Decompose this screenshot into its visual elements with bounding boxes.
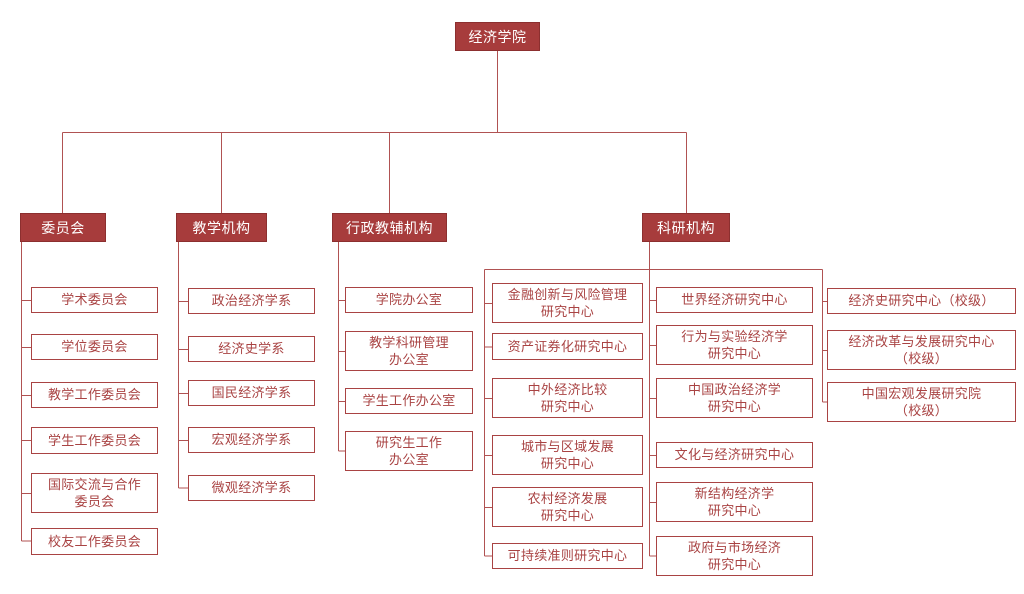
connector-root-to-branches [61, 51, 688, 213]
org-node: 文化与经济研究中心 [656, 442, 813, 468]
org-node-root: 经济学院 [455, 22, 540, 51]
org-node: 中国宏观发展研究院 （校级） [827, 382, 1016, 422]
org-node: 行为与实验经济学 研究中心 [656, 325, 813, 365]
connector-teaching [177, 242, 188, 489]
org-node: 可持续准则研究中心 [492, 543, 643, 569]
org-node: 世界经济研究中心 [656, 287, 813, 313]
connector-admin [337, 242, 345, 452]
org-branch-committees: 委员会 [20, 213, 106, 242]
org-node: 中外经济比较 研究中心 [492, 378, 643, 418]
org-node: 经济改革与发展研究中心 （校级） [827, 330, 1016, 370]
org-branch-teaching: 教学机构 [176, 213, 267, 242]
connector-research [483, 242, 827, 557]
org-node: 校友工作委员会 [31, 528, 158, 555]
org-node: 研究生工作 办公室 [345, 431, 473, 471]
org-node: 国际交流与合作 委员会 [31, 473, 158, 513]
org-node: 国民经济学系 [188, 380, 315, 406]
org-node: 中国政治经济学 研究中心 [656, 378, 813, 418]
org-node: 教学科研管理 办公室 [345, 331, 473, 371]
org-node: 经济史研究中心（校级） [827, 288, 1016, 314]
org-node: 宏观经济学系 [188, 427, 315, 453]
org-node: 学位委员会 [31, 334, 158, 360]
org-branch-admin: 行政教辅机构 [332, 213, 447, 242]
org-node: 城市与区域发展 研究中心 [492, 435, 643, 475]
org-node: 学术委员会 [31, 287, 158, 313]
org-node: 政府与市场经济 研究中心 [656, 536, 813, 576]
org-node: 金融创新与风险管理 研究中心 [492, 283, 643, 323]
org-node: 学生工作办公室 [345, 388, 473, 414]
org-node: 学生工作委员会 [31, 427, 158, 454]
org-node: 资产证券化研究中心 [492, 333, 643, 360]
org-branch-research: 科研机构 [642, 213, 730, 242]
org-node: 微观经济学系 [188, 475, 315, 501]
org-node: 学院办公室 [345, 287, 473, 313]
org-node: 农村经济发展 研究中心 [492, 487, 643, 527]
connector-committees [20, 242, 31, 542]
org-node: 经济史学系 [188, 336, 315, 362]
org-node: 新结构经济学 研究中心 [656, 482, 813, 522]
org-node: 政治经济学系 [188, 288, 315, 314]
org-node: 教学工作委员会 [31, 382, 158, 408]
